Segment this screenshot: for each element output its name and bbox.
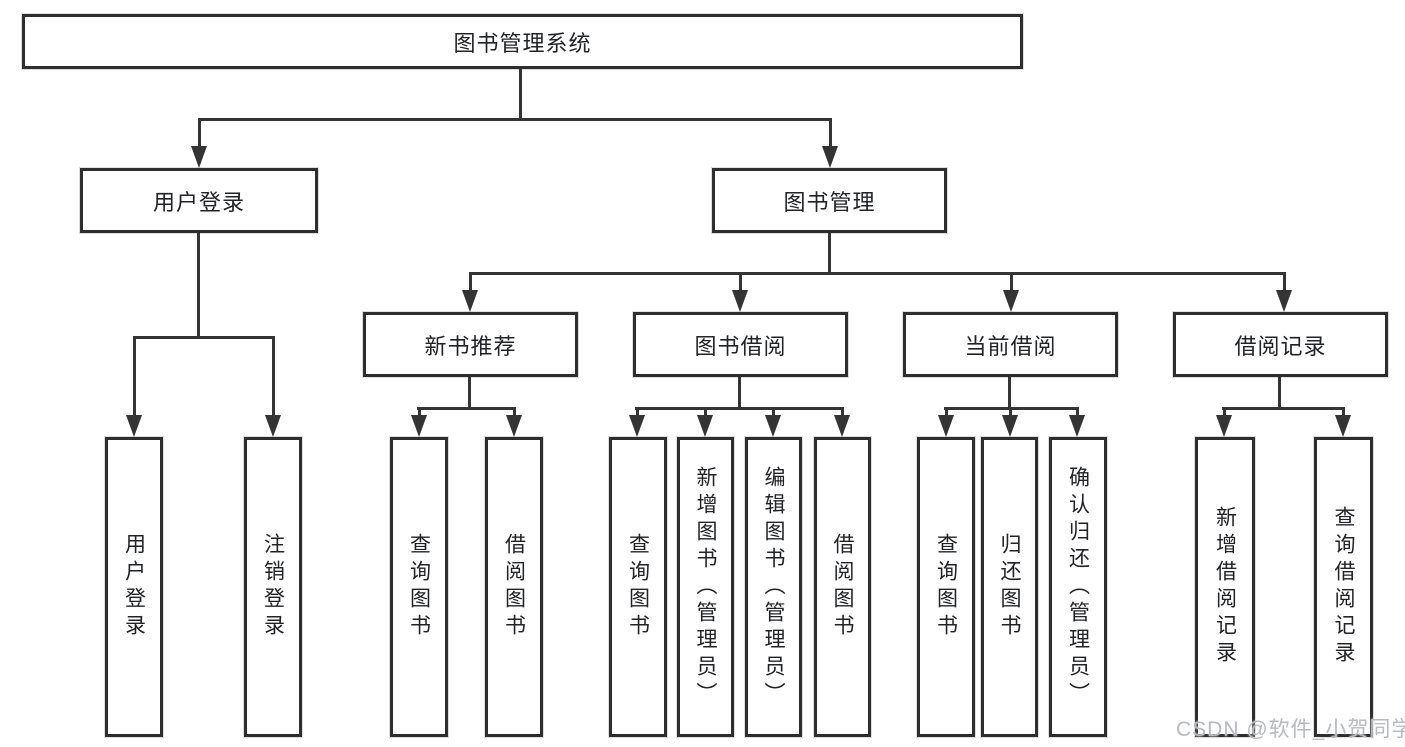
leaf-query-books-borrow: 查询图书 xyxy=(609,437,667,737)
arrowhead-icon xyxy=(191,146,207,168)
connector-line xyxy=(417,407,516,410)
leaf-return-books: 归还图书 xyxy=(981,437,1038,737)
leaf-borrow-books-recommend: 借阅图书 xyxy=(485,437,543,737)
connector-line xyxy=(418,407,421,419)
connector-line xyxy=(272,336,275,419)
connector-line xyxy=(829,118,832,150)
arrowhead-icon xyxy=(697,415,713,437)
leaf-user-login: 用户登录 xyxy=(105,437,163,737)
leaf-label: 编辑图书（管理员） xyxy=(762,465,785,709)
node-book-management: 图书管理 xyxy=(712,168,947,233)
arrowhead-icon xyxy=(1216,415,1232,437)
arrowhead-icon xyxy=(834,415,850,437)
leaf-label: 归还图书 xyxy=(998,533,1021,641)
node-library-system: 图书管理系统 xyxy=(22,14,1023,69)
connector-line xyxy=(1076,407,1079,419)
leaf-query-books-recommend: 查询图书 xyxy=(390,437,448,737)
leaf-logout-login: 注销登录 xyxy=(244,437,302,737)
leaf-label: 新增借阅记录 xyxy=(1213,506,1237,668)
connector-line xyxy=(772,407,775,419)
node-label: 当前借阅 xyxy=(964,333,1057,359)
node-book-borrow: 图书借阅 xyxy=(633,312,848,377)
arrowhead-icon xyxy=(1069,415,1085,437)
connector-line xyxy=(1009,407,1012,419)
node-borrow-records: 借阅记录 xyxy=(1173,312,1388,377)
connector-line xyxy=(198,118,201,150)
leaf-label: 注销登录 xyxy=(261,533,285,641)
connector-line xyxy=(1008,377,1011,410)
node-label: 图书管理系统 xyxy=(453,30,592,56)
node-label: 图书管理 xyxy=(783,189,876,215)
leaf-label: 新增图书（管理员） xyxy=(694,465,717,709)
arrowhead-icon xyxy=(1003,290,1019,312)
leaf-add-borrow-record: 新增借阅记录 xyxy=(1195,437,1255,737)
arrowhead-icon xyxy=(732,290,748,312)
leaf-edit-books-admin: 编辑图书（管理员） xyxy=(745,437,802,737)
node-new-book-recommend: 新书推荐 xyxy=(363,312,578,377)
connector-line xyxy=(1342,407,1345,419)
connector-line xyxy=(469,272,472,294)
arrowhead-icon xyxy=(506,415,522,437)
connector-line xyxy=(197,233,200,338)
leaf-label: 确认归还（管理员） xyxy=(1066,465,1090,709)
leaf-label: 查询借阅记录 xyxy=(1332,506,1355,668)
connector-line xyxy=(1283,272,1286,294)
leaf-label: 查询图书 xyxy=(934,533,958,641)
arrowhead-icon xyxy=(1276,290,1292,312)
node-label: 用户登录 xyxy=(152,189,245,215)
node-label: 新书推荐 xyxy=(424,333,517,359)
arrowhead-icon xyxy=(1002,415,1018,437)
leaf-confirm-return-admin: 确认归还（管理员） xyxy=(1049,437,1107,737)
leaf-add-books-admin: 新增图书（管理员） xyxy=(677,437,734,737)
arrowhead-icon xyxy=(265,415,281,437)
leaf-query-borrow-record: 查询借阅记录 xyxy=(1314,437,1373,737)
node-label: 图书借阅 xyxy=(694,333,787,359)
connector-line xyxy=(133,336,275,339)
connector-line xyxy=(738,377,741,410)
connector-line xyxy=(635,407,844,410)
connector-line xyxy=(828,233,831,274)
connector-line xyxy=(468,377,471,410)
arrowhead-icon xyxy=(411,415,427,437)
arrowhead-icon xyxy=(1335,415,1351,437)
node-user-login: 用户登录 xyxy=(80,168,318,233)
arrowhead-icon xyxy=(629,415,645,437)
arrowhead-icon xyxy=(822,146,838,168)
leaf-label: 查询图书 xyxy=(626,533,650,641)
connector-line xyxy=(519,69,522,120)
connector-line xyxy=(198,118,832,121)
node-current-borrow: 当前借阅 xyxy=(903,312,1118,377)
arrowhead-icon xyxy=(462,290,478,312)
connector-line xyxy=(636,407,639,419)
connector-line xyxy=(1010,272,1013,294)
arrowhead-icon xyxy=(765,415,781,437)
connector-line xyxy=(739,272,742,294)
connector-line xyxy=(841,407,844,419)
csdn-watermark: CSDN @软件_小贺同学 xyxy=(1176,718,1405,741)
node-label: 借阅记录 xyxy=(1234,333,1327,359)
leaf-label: 借阅图书 xyxy=(502,533,526,641)
connector-line xyxy=(1278,377,1281,410)
connector-line xyxy=(1223,407,1226,419)
leaf-label: 查询图书 xyxy=(407,533,431,641)
leaf-label: 借阅图书 xyxy=(831,533,854,641)
connector-line xyxy=(133,336,136,419)
connector-line xyxy=(704,407,707,419)
connector-line xyxy=(513,407,516,419)
connector-line xyxy=(469,272,1286,275)
leaf-label: 用户登录 xyxy=(122,533,146,641)
leaf-query-books-current: 查询图书 xyxy=(917,437,975,737)
connector-line xyxy=(1222,407,1345,410)
arrowhead-icon xyxy=(126,415,142,437)
connector-line xyxy=(945,407,948,419)
leaf-borrow-books: 借阅图书 xyxy=(814,437,871,737)
arrowhead-icon xyxy=(938,415,954,437)
